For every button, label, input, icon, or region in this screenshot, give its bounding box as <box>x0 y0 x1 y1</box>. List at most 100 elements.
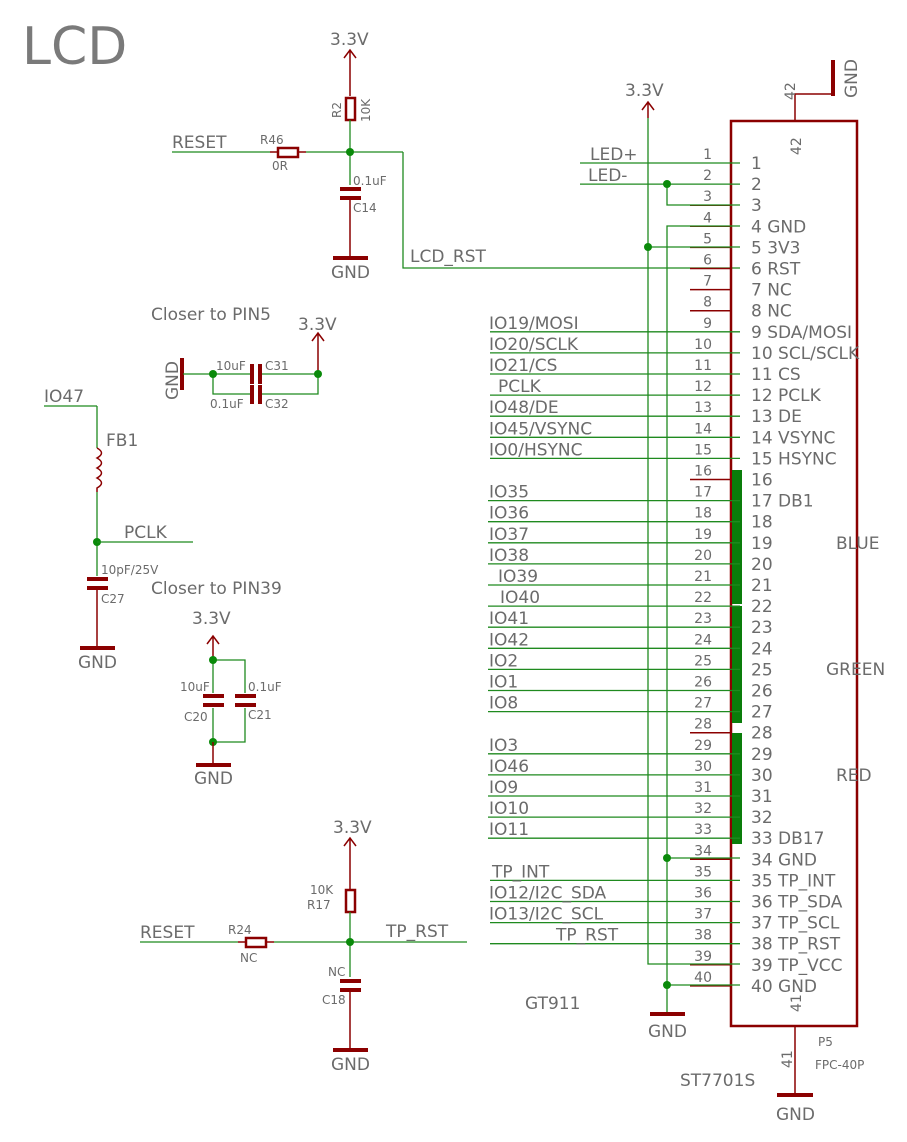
gnd-rail <box>666 225 740 1014</box>
fb1-inductor <box>95 447 103 492</box>
rail-supply-label: 3.3V <box>625 81 664 101</box>
pin-name-35: 35 TP_INT <box>751 871 836 891</box>
c32-ref: C32 <box>265 397 289 411</box>
r24-value: NC <box>240 951 257 965</box>
c18-value: NC <box>328 965 345 979</box>
pin-number-9: 9 <box>703 316 712 332</box>
pin-name-13: 13 DE <box>751 407 802 427</box>
green-bus-bar <box>732 606 742 723</box>
pin-name-12: 12 PCLK <box>751 386 822 406</box>
pin-name-30: 30 <box>751 766 773 786</box>
pin-net-label-24: IO42 <box>489 630 529 650</box>
pin-net-label-22: IO40 <box>500 588 540 608</box>
pin-number-26: 26 <box>694 675 712 691</box>
pin-number-17: 17 <box>694 485 712 501</box>
group-blue-label: BLUE <box>836 534 879 554</box>
pin-name-6: 6 RST <box>751 260 801 280</box>
pin-number-32: 32 <box>694 801 712 817</box>
pin-net-label-19: IO37 <box>489 525 529 545</box>
pin-number-27: 27 <box>694 696 712 712</box>
pclk-net-label: PCLK <box>124 523 168 543</box>
pin-net-label-33: IO11 <box>489 820 529 840</box>
pin-number-39: 39 <box>694 949 712 965</box>
pin-number-19: 19 <box>694 527 712 543</box>
pin41-number-outer: 41 <box>780 1050 796 1068</box>
r17-resistor <box>344 888 357 914</box>
pin-number-12: 12 <box>694 379 712 395</box>
pin-name-29: 29 <box>751 745 773 765</box>
pin-net-label-30: IO46 <box>489 757 529 777</box>
io47-label: IO47 <box>44 387 84 407</box>
pin-number-34: 34 <box>694 843 712 859</box>
c32-value: 0.1uF <box>210 397 244 411</box>
pin-net-label-26: IO1 <box>489 673 518 693</box>
connector-ref: P5 <box>818 1035 833 1049</box>
r2-supply-arrow <box>343 48 357 96</box>
pin-number-31: 31 <box>694 780 712 796</box>
c20-top-junction <box>209 656 217 664</box>
pin-number-38: 38 <box>694 928 712 944</box>
r17-value: 10K <box>310 883 334 897</box>
pin-number-16: 16 <box>694 464 712 480</box>
rail-supply-arrow <box>641 100 655 118</box>
pin-name-18: 18 <box>751 513 773 533</box>
group-green-label: GREEN <box>826 660 885 680</box>
reset-net-label: RESET <box>172 133 227 153</box>
pin-net-label-1: LED+ <box>590 145 638 165</box>
pin-number-14: 14 <box>694 421 712 437</box>
pin-net-label-38: TP_RST <box>555 926 619 946</box>
tp-reset-circuit: 3.3V 10K R17 RESET R24 NC TP_RST NC C18 … <box>140 818 467 1075</box>
c27-ref: C27 <box>101 592 125 606</box>
pin-number-3: 3 <box>703 189 712 205</box>
pin-name-1: 1 <box>751 154 762 174</box>
pin-net-label-10: IO20/SCLK <box>489 335 579 355</box>
c31-gnd-label: GND <box>163 361 183 400</box>
pin-number-24: 24 <box>694 632 712 648</box>
pin-name-21: 21 <box>751 576 773 596</box>
fb1-ref: FB1 <box>106 431 138 451</box>
pin-net-label-29: IO3 <box>489 736 518 756</box>
pin-name-3: 3 <box>751 196 762 216</box>
pin-number-36: 36 <box>694 886 712 902</box>
pin-net-label-32: IO10 <box>489 799 529 819</box>
touch-ic-label: GT911 <box>525 994 580 1014</box>
r46-resistor <box>276 146 300 159</box>
pin-name-31: 31 <box>751 787 773 807</box>
pin-net-label-21: IO39 <box>498 567 538 587</box>
connector-body <box>729 119 859 1028</box>
c14-gnd-label: GND <box>331 263 370 283</box>
pin-net-label-25: IO2 <box>489 651 518 671</box>
pin-net-label-14: IO45/VSYNC <box>489 419 592 439</box>
pin-number-30: 30 <box>694 759 712 775</box>
pin-number-8: 8 <box>703 295 712 311</box>
pin-number-23: 23 <box>694 611 712 627</box>
sheet-title: LCD <box>22 17 127 77</box>
r24-resistor <box>244 936 268 949</box>
red-bus-bar <box>732 733 742 844</box>
pin-name-28: 28 <box>751 724 773 744</box>
pin-name-10: 10 SCL/SCLK <box>751 344 860 364</box>
c18-ref: C18 <box>322 993 346 1007</box>
pin-number-40: 40 <box>694 970 712 986</box>
r2-value: 10K <box>359 98 373 122</box>
pin-number-15: 15 <box>694 442 712 458</box>
pin40-junction <box>663 981 671 989</box>
tp-rst-label-left: TP_RST <box>385 922 449 942</box>
pin-name-37: 37 TP_SCL <box>751 914 840 934</box>
pin-net-label-31: IO9 <box>489 778 518 798</box>
connector-power-rails: 3.3V GND <box>625 81 740 1042</box>
pin-number-29: 29 <box>694 738 712 754</box>
r17-supply-label: 3.3V <box>333 818 372 838</box>
pin-number-5: 5 <box>703 231 712 247</box>
pin-name-27: 27 <box>751 703 773 723</box>
c31-junction-right <box>314 370 322 378</box>
pin-number-33: 33 <box>694 822 712 838</box>
pin-name-26: 26 <box>751 682 773 702</box>
pin-name-38: 38 TP_RST <box>751 935 841 955</box>
rail-gnd-label: GND <box>648 1022 687 1042</box>
c21-value: 0.1uF <box>248 680 282 694</box>
group-red-label: RED <box>836 766 872 786</box>
pin-number-21: 21 <box>694 569 712 585</box>
c31-supply-label: 3.3V <box>298 315 337 335</box>
c31-ref: C31 <box>265 359 289 373</box>
